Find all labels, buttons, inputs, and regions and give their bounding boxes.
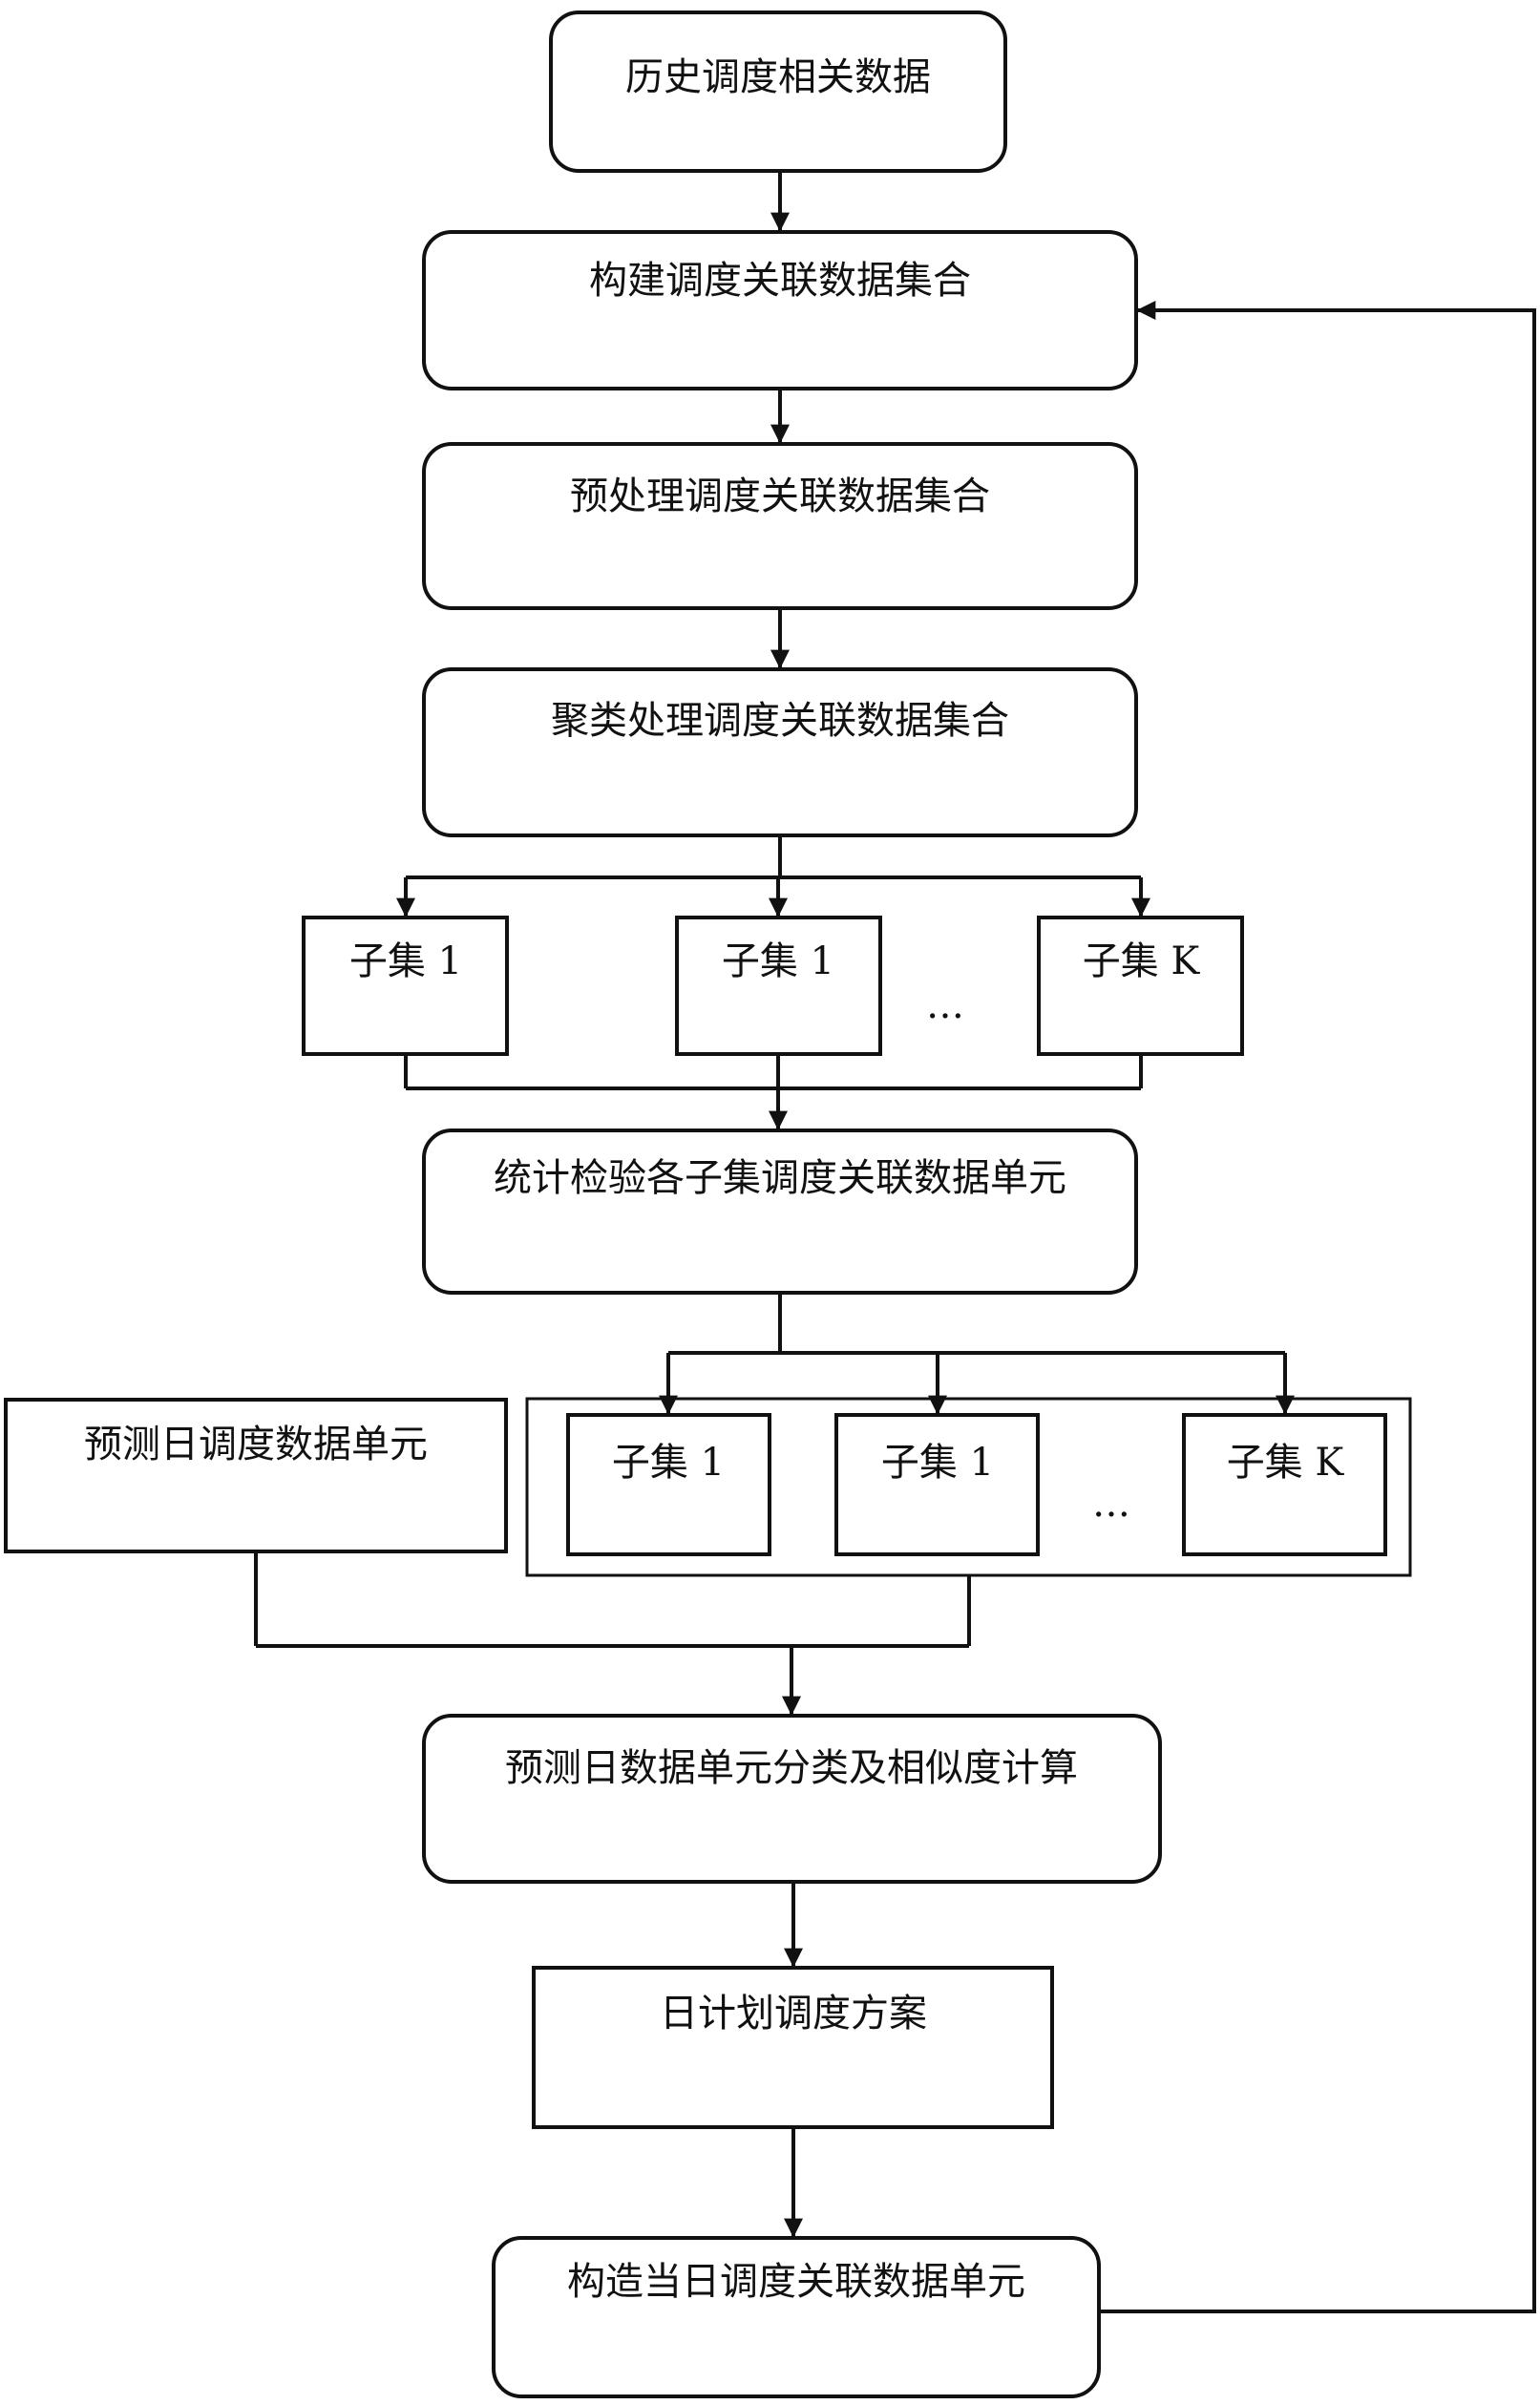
node-cluster: 聚类处理调度关联数据集合 xyxy=(424,669,1136,835)
node-construct-today: 构造当日调度关联数据单元 xyxy=(494,2238,1099,2396)
node-statistic-test: 统计检验各子集调度关联数据单元 xyxy=(424,1130,1136,1293)
node-daily-plan: 日计划调度方案 xyxy=(534,1968,1052,2127)
node-subset-a1-label: 子集 1 xyxy=(349,939,462,983)
node-daily-plan-label: 日计划调度方案 xyxy=(660,1992,927,2036)
node-subset-a1: 子集 1 xyxy=(304,918,507,1054)
node-subset-b1: 子集 1 xyxy=(568,1415,770,1554)
node-preprocess: 预处理调度关联数据集合 xyxy=(424,444,1136,608)
node-subset-b2-label: 子集 1 xyxy=(881,1441,994,1485)
node-classify-similarity-label: 预测日数据单元分类及相似度计算 xyxy=(505,1746,1078,1790)
node-subset-bk-label: 子集 K xyxy=(1227,1441,1345,1485)
node-forecast-day-unit: 预测日调度数据单元 xyxy=(6,1400,506,1551)
node-subset-ak: 子集 K xyxy=(1039,918,1242,1054)
subset-ellipsis-a: … xyxy=(926,983,964,1027)
node-subset-a2-label: 子集 1 xyxy=(722,939,834,983)
node-build-set: 构建调度关联数据集合 xyxy=(424,232,1136,389)
node-statistic-test-label: 统计检验各子集调度关联数据单元 xyxy=(494,1156,1066,1200)
node-construct-today-label: 构造当日调度关联数据单元 xyxy=(567,2260,1025,2304)
node-subset-b1-label: 子集 1 xyxy=(612,1441,725,1485)
node-subset-b2: 子集 1 xyxy=(836,1415,1038,1554)
subset-ellipsis-b: … xyxy=(1092,1482,1130,1526)
node-subset-a2: 子集 1 xyxy=(677,918,880,1054)
edge-feedback-loop xyxy=(1099,310,1534,2311)
node-build-set-label: 构建调度关联数据集合 xyxy=(589,259,971,303)
node-history-label: 历史调度相关数据 xyxy=(625,55,931,99)
node-subset-ak-label: 子集 K xyxy=(1083,939,1201,983)
node-classify-similarity: 预测日数据单元分类及相似度计算 xyxy=(424,1716,1160,1882)
node-cluster-label: 聚类处理调度关联数据集合 xyxy=(551,699,1009,743)
node-preprocess-label: 预处理调度关联数据集合 xyxy=(570,475,990,518)
node-forecast-day-unit-label: 预测日调度数据单元 xyxy=(84,1423,428,1466)
node-history: 历史调度相关数据 xyxy=(551,12,1005,171)
node-subset-bk: 子集 K xyxy=(1184,1415,1385,1554)
